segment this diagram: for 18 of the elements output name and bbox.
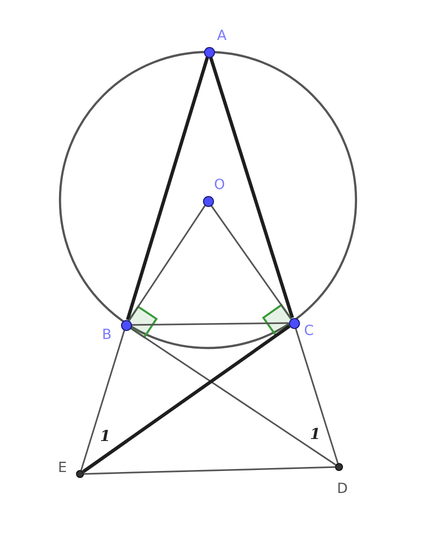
line-segment bbox=[80, 330, 126, 470]
line-segment bbox=[126, 56, 210, 320]
point-label: A bbox=[217, 28, 227, 44]
line-segment bbox=[209, 56, 294, 318]
line-segment bbox=[130, 327, 336, 466]
line-segment bbox=[294, 328, 339, 464]
angle-label: 1 bbox=[310, 426, 320, 442]
point-label: B bbox=[102, 327, 112, 343]
line-segment bbox=[82, 324, 290, 474]
line-segment bbox=[84, 466, 336, 475]
point-label: E bbox=[58, 460, 67, 476]
line-segment bbox=[132, 322, 288, 326]
point-label: O bbox=[214, 177, 226, 193]
angle-label: 1 bbox=[100, 428, 110, 444]
point-label: C bbox=[304, 323, 314, 339]
line-segment bbox=[210, 205, 292, 319]
point-label: D bbox=[337, 481, 348, 497]
line-segment bbox=[128, 205, 206, 321]
